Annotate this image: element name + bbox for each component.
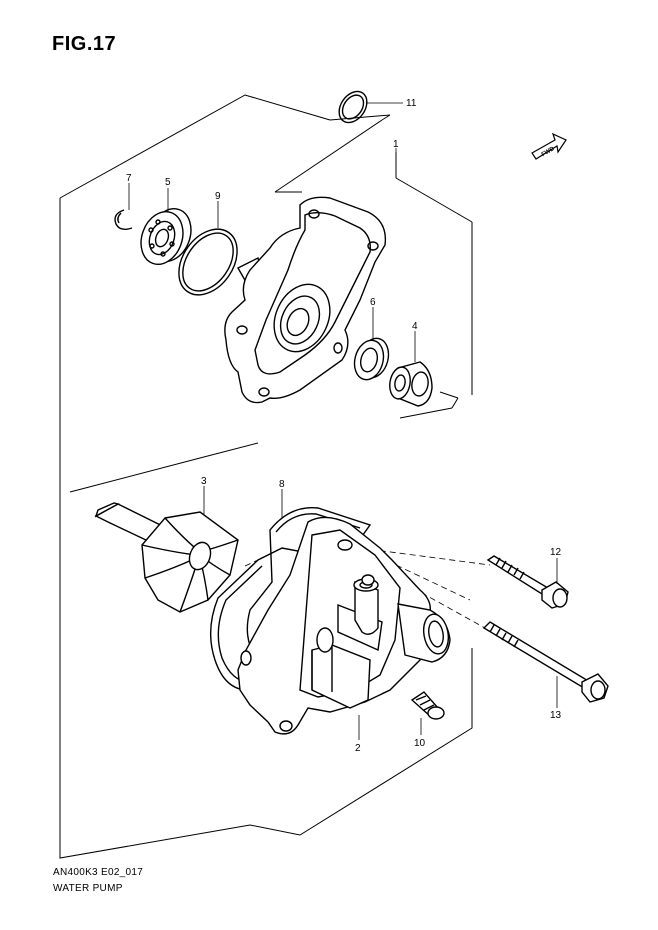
- callout-13: 13: [550, 710, 562, 721]
- bearing-5: [140, 208, 192, 265]
- diagram-code: AN400K3 E02_017: [53, 867, 144, 878]
- circlip-7: [114, 209, 133, 231]
- callout-3: 3: [201, 476, 207, 487]
- callout-5: 5: [165, 177, 171, 188]
- oil-seal-6: [353, 337, 390, 381]
- impeller-3: [94, 502, 239, 613]
- assembly-frame: [59, 94, 473, 859]
- fwd-arrow-icon: FWD: [531, 132, 567, 160]
- diagram-name: WATER PUMP: [53, 883, 123, 894]
- pump-body-2: [237, 516, 451, 735]
- o-ring-9: [178, 228, 238, 296]
- callout-7: 7: [126, 173, 132, 184]
- callout-1: 1: [393, 139, 399, 150]
- pump-case-1: [224, 196, 387, 404]
- screw-10: [410, 691, 445, 720]
- callout-2: 2: [355, 743, 361, 754]
- callout-9: 9: [215, 191, 221, 202]
- bolt-13: [482, 621, 609, 703]
- o-ring-11: [338, 90, 368, 124]
- callout-8: 8: [279, 479, 285, 490]
- callout-leaders: [128, 102, 558, 740]
- callout-labels: 11 1 7 5 9 6 4 3 8 12 13 2 10: [126, 98, 562, 754]
- bolt-12: [486, 555, 569, 609]
- mechanical-seal-4: [389, 361, 433, 407]
- callout-10: 10: [414, 738, 426, 749]
- callout-4: 4: [412, 321, 418, 332]
- callout-6: 6: [370, 297, 376, 308]
- callout-12: 12: [550, 547, 562, 558]
- figure-title: FIG.17: [52, 33, 117, 55]
- callout-11: 11: [406, 98, 417, 109]
